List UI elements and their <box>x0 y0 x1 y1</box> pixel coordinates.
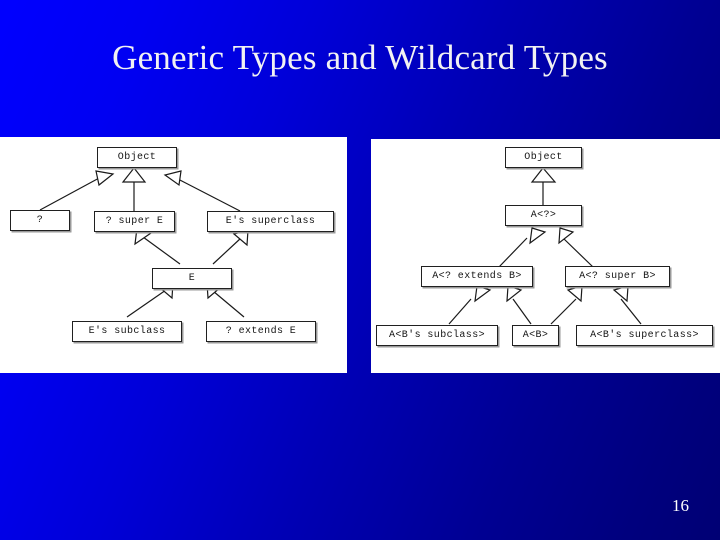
uml-node-a-b-superclass: A<B's superclass> <box>576 325 713 346</box>
uml-node-a-super-b: A<? super B> <box>565 266 670 287</box>
uml-node-object: Object <box>97 147 177 168</box>
page-number: 16 <box>672 496 689 515</box>
uml-node-a-wildcard: A<?> <box>505 205 582 226</box>
uml-node-a-extends-b: A<? extends B> <box>421 266 533 287</box>
uml-node-e: E <box>152 268 232 289</box>
uml-node-extends-e: ? extends E <box>206 321 316 342</box>
diagram-panel-wildcard-types: Object ? ? super E E's superclass E E's … <box>0 137 347 373</box>
uml-diagram-parameterized-types: Object A<?> A<? extends B> A<? super B> … <box>371 139 720 373</box>
uml-node-e-subclass: E's subclass <box>72 321 182 342</box>
uml-node-e-superclass: E's superclass <box>207 211 334 232</box>
diagram-panel-parameterized-types: Object A<?> A<? extends B> A<? super B> … <box>371 139 720 373</box>
uml-node-super-e: ? super E <box>94 211 175 232</box>
uml-node-a-b: A<B> <box>512 325 559 346</box>
uml-diagram-wildcard-types: Object ? ? super E E's superclass E E's … <box>0 137 347 373</box>
uml-node-question: ? <box>10 210 70 231</box>
page-title: Generic Types and Wildcard Types <box>112 38 608 77</box>
uml-node-a-b-subclass: A<B's subclass> <box>376 325 498 346</box>
uml-node-object: Object <box>505 147 582 168</box>
